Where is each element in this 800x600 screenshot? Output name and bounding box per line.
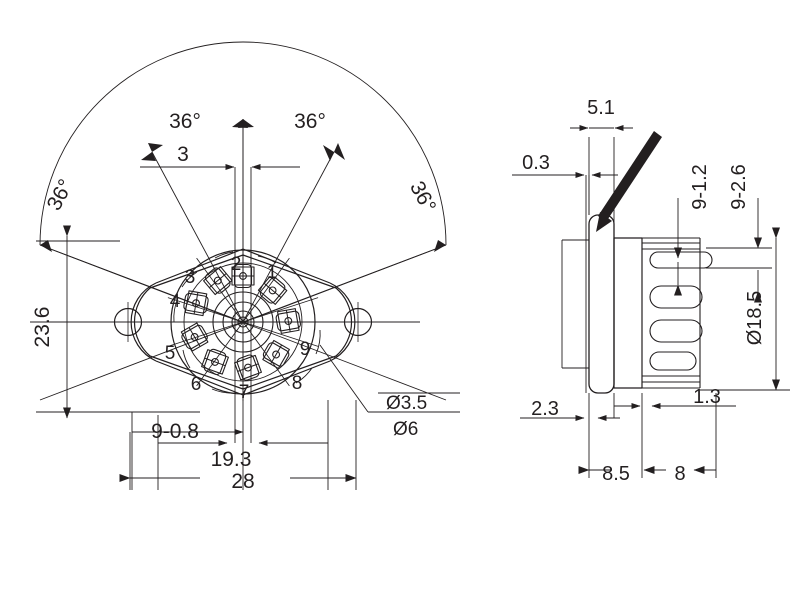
dim-label-dia-18-5: Ø18.5 xyxy=(744,291,766,345)
pin-label-1: 1 xyxy=(267,262,278,283)
dim-label-23-6: 23.6 xyxy=(31,307,54,348)
contact-fingers xyxy=(641,242,713,383)
contact-finger xyxy=(641,350,697,382)
dim-28 xyxy=(119,400,357,490)
angle-label-top-right: 36° xyxy=(294,110,326,133)
pin-label-7: 7 xyxy=(239,382,250,403)
pin-contact-9 xyxy=(274,307,303,335)
dim-label-9-0-8: 9-0.8 xyxy=(151,420,199,443)
dim-9-2-6 xyxy=(706,198,772,303)
contact-finger xyxy=(641,242,713,280)
angle-label-right: 36° xyxy=(405,178,440,217)
dim-3 xyxy=(140,119,300,260)
pin-label-2: 2 xyxy=(231,254,242,275)
dim-2-3 xyxy=(520,393,620,421)
pin-contact-4 xyxy=(182,289,210,317)
angle-label-top-left: 36° xyxy=(169,110,201,133)
pin-leader-arcs xyxy=(173,251,321,394)
pin-label-4: 4 xyxy=(170,291,181,312)
pin-contact-6 xyxy=(200,346,230,378)
leader-cross-lines xyxy=(30,119,447,490)
dim-label-2-3: 2.3 xyxy=(531,398,559,420)
contact-finger xyxy=(641,282,703,314)
dim-label-9-1-2: 9-1.2 xyxy=(689,164,711,210)
socket-body-side xyxy=(613,237,701,389)
flange-plate xyxy=(561,214,615,394)
dim-dia-18-5 xyxy=(700,227,790,391)
pin-label-8: 8 xyxy=(292,373,303,394)
dim-label-8-5: 8.5 xyxy=(602,463,630,485)
dim-23-6 xyxy=(36,225,200,419)
pin-contact-8 xyxy=(260,338,293,371)
pin-label-5: 5 xyxy=(165,343,176,364)
dim-label-9-2-6: 9-2.6 xyxy=(728,164,750,210)
dim-label-19-3: 19.3 xyxy=(211,448,252,471)
pin-label-3: 3 xyxy=(185,267,196,288)
dim-8 xyxy=(693,393,717,478)
dim-label-3: 3 xyxy=(177,143,189,166)
pin-label-6: 6 xyxy=(191,374,202,395)
dim-label-8: 8 xyxy=(674,463,685,485)
dim-9-0-8 xyxy=(131,412,244,490)
dim-label-0-3: 0.3 xyxy=(522,152,550,174)
pin-label-9: 9 xyxy=(300,339,311,360)
callout-label-dia-3-5: Ø3.5 xyxy=(386,393,427,414)
dim-0-3 xyxy=(512,172,618,215)
callout-label-dia-6: Ø6 xyxy=(393,419,418,440)
dim-label-1-3: 1.3 xyxy=(693,386,721,408)
dim-19-3 xyxy=(157,250,329,490)
dim-1-3 xyxy=(614,393,736,409)
dim-label-28: 28 xyxy=(231,470,254,493)
dim-label-5-1: 5.1 xyxy=(587,97,615,119)
callout-leaders xyxy=(319,344,460,413)
pin-contact-3 xyxy=(201,264,235,298)
front-view xyxy=(30,41,460,490)
contact-finger xyxy=(641,316,703,348)
angle-label-left: 36° xyxy=(43,176,78,215)
dim-8-5 xyxy=(578,393,666,478)
pin-contact-7 xyxy=(233,352,263,383)
side-view xyxy=(512,125,790,478)
flange-pointer-arrow xyxy=(596,131,662,232)
